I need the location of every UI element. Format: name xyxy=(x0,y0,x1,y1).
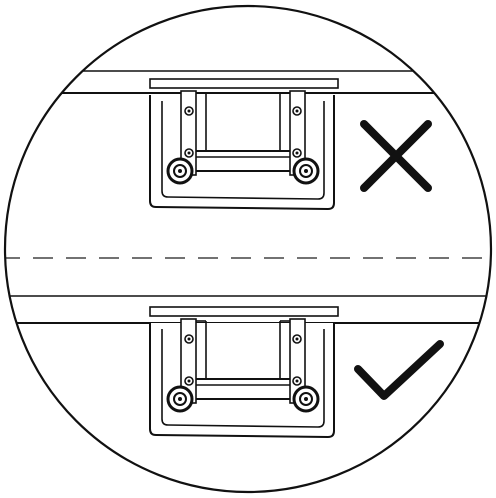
cross-icon xyxy=(360,120,432,192)
bracket-bottom xyxy=(148,305,340,439)
check-icon xyxy=(354,340,444,400)
circle-border xyxy=(3,4,493,494)
bracket-top xyxy=(148,77,340,211)
diagram-contents xyxy=(5,70,491,439)
